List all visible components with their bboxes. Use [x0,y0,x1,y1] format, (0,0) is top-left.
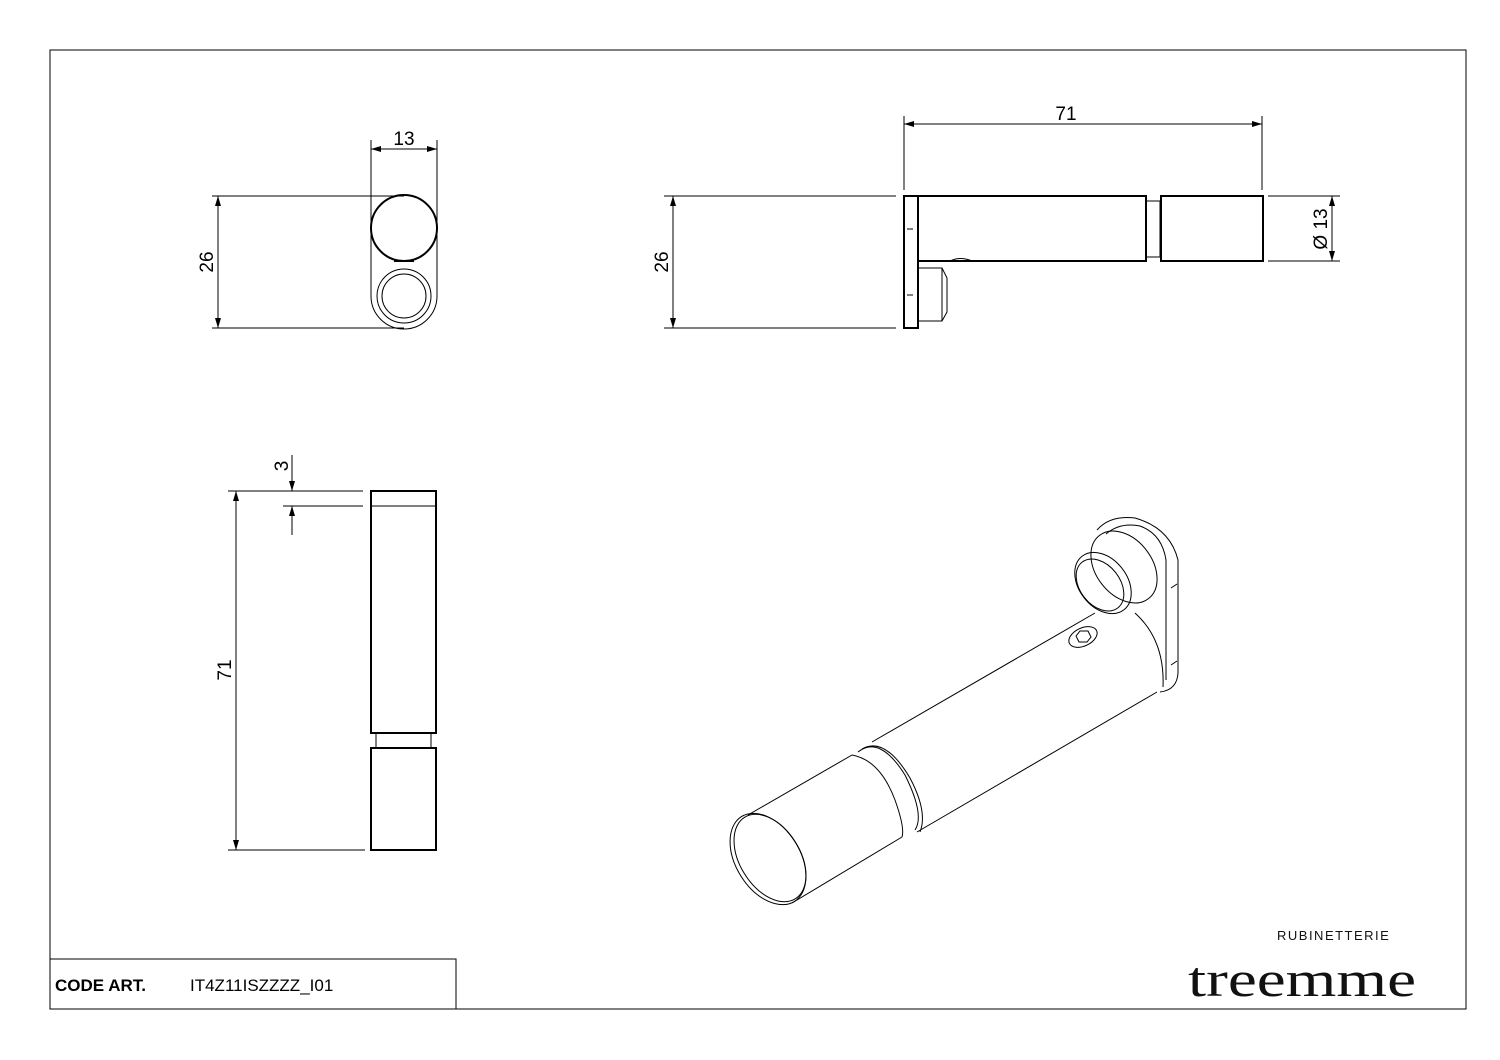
dim-width: 13 [393,129,414,150]
code-value: IT4Z11ISZZZZ_I01 [190,976,333,995]
top-view: 71 3 [215,455,437,851]
screw-icon [1068,626,1098,648]
code-label: CODE ART. [55,976,146,995]
drawing-frame [49,49,1467,1010]
logo-brand: treemme [1188,951,1416,1007]
dim-height: 26 [652,251,673,272]
isometric-view [729,517,1179,906]
title-block: CODE ART. IT4Z11ISZZZZ_I01 [49,958,457,1010]
logo-subtitle: RUBINETTERIE [1277,928,1390,943]
dim-length: 71 [1055,104,1076,125]
dim-height: 26 [197,251,218,272]
dim-length: 71 [215,659,236,680]
dim-diameter: Ø 13 [1311,208,1332,249]
side-view: 71 26 Ø 13 [652,104,1340,329]
brand-logo: RUBINETTERIE treemme [1188,928,1416,1007]
dim-offset: 3 [272,461,293,472]
end-view: 13 26 [197,129,438,330]
